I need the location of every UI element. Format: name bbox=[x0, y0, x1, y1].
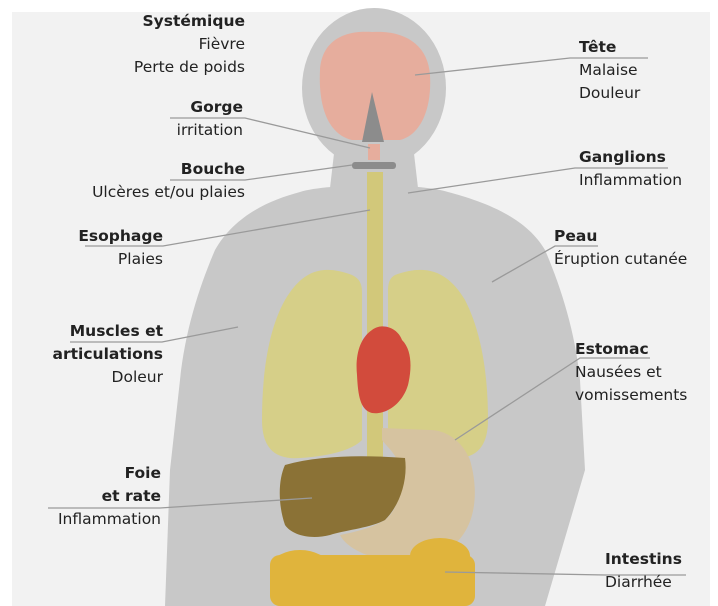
label-peau-line-1: Éruption cutanée bbox=[554, 248, 687, 271]
label-tete: Tête Malaise Douleur bbox=[579, 36, 640, 105]
label-estomac-line-1: Nausées et bbox=[575, 361, 687, 384]
label-foie-title-1: Foie bbox=[58, 462, 161, 485]
label-peau: Peau Éruption cutanée bbox=[554, 225, 687, 271]
label-esophage-line-1: Plaies bbox=[78, 248, 163, 271]
label-intestins-line-1: Diarrhée bbox=[605, 571, 682, 594]
label-muscles-line-1: Doleur bbox=[53, 366, 163, 389]
label-estomac: Estomac Nausées et vomissements bbox=[575, 338, 687, 407]
label-estomac-title: Estomac bbox=[575, 338, 687, 361]
label-intestins: Intestins Diarrhée bbox=[605, 548, 682, 594]
label-tete-title: Tête bbox=[579, 36, 640, 59]
label-ganglions-title: Ganglions bbox=[579, 146, 682, 169]
esophagus bbox=[367, 172, 383, 457]
label-muscles-title-2: articulations bbox=[53, 343, 163, 366]
label-gorge-line-1: irritation bbox=[177, 119, 243, 142]
label-esophage-title: Esophage bbox=[78, 225, 163, 248]
label-foie-title-2: et rate bbox=[58, 485, 161, 508]
label-estomac-line-2: vomissements bbox=[575, 384, 687, 407]
mouth-bar bbox=[352, 162, 396, 169]
label-systemique: Systémique Fièvre Perte de poids bbox=[134, 10, 245, 79]
label-systemique-line-1: Fièvre bbox=[134, 33, 245, 56]
throat-ring bbox=[368, 144, 380, 160]
label-tete-line-1: Malaise bbox=[579, 59, 640, 82]
label-systemique-title: Systémique bbox=[134, 10, 245, 33]
label-ganglions: Ganglions Inflammation bbox=[579, 146, 682, 192]
label-muscles: Muscles et articulations Doleur bbox=[53, 320, 163, 389]
label-peau-title: Peau bbox=[554, 225, 687, 248]
label-muscles-title-1: Muscles et bbox=[53, 320, 163, 343]
label-foie: Foie et rate Inflammation bbox=[58, 462, 161, 531]
label-bouche: Bouche Ulcères et/ou plaies bbox=[92, 158, 245, 204]
label-gorge: Gorge irritation bbox=[177, 96, 243, 142]
label-esophage: Esophage Plaies bbox=[78, 225, 163, 271]
label-bouche-line-1: Ulcères et/ou plaies bbox=[92, 181, 245, 204]
label-ganglions-line-1: Inflammation bbox=[579, 169, 682, 192]
label-intestins-title: Intestins bbox=[605, 548, 682, 571]
label-gorge-title: Gorge bbox=[177, 96, 243, 119]
label-systemique-line-2: Perte de poids bbox=[134, 56, 245, 79]
label-bouche-title: Bouche bbox=[92, 158, 245, 181]
label-foie-line-1: Inflammation bbox=[58, 508, 161, 531]
label-tete-line-2: Douleur bbox=[579, 82, 640, 105]
